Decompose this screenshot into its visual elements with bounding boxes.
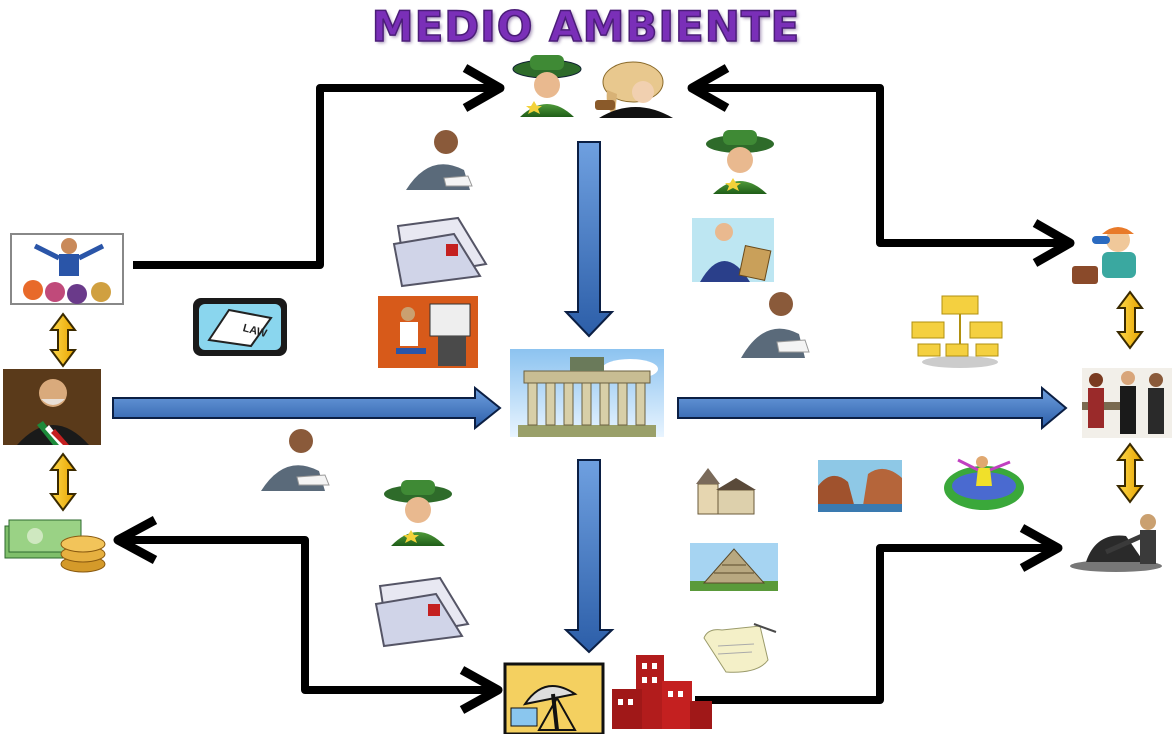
business-people-icon — [1082, 368, 1172, 438]
yellow-arrow-left-lower — [49, 452, 77, 512]
document-note-icon — [703, 623, 777, 673]
black-arrows — [113, 64, 1075, 714]
arrowhead — [687, 64, 730, 112]
police-officer-icon — [384, 480, 452, 546]
arrowhead — [113, 516, 158, 564]
speaker-audience-icon — [10, 233, 124, 305]
arrowhead — [1019, 524, 1063, 572]
org-chart-icon — [911, 295, 1003, 368]
inspector-clipboard-icon — [692, 218, 774, 282]
brandenburg-gate-icon — [510, 349, 664, 437]
thinking-man-icon — [261, 429, 330, 491]
church-icon — [696, 468, 756, 515]
thinking-man-icon — [406, 130, 473, 190]
newspaper-icon — [374, 576, 470, 648]
dancer-icon — [944, 456, 1024, 510]
factory-building-icon — [612, 655, 712, 729]
arrowhead — [1032, 219, 1075, 267]
arrow-tourist-to-authorities — [698, 84, 1062, 247]
arrow-media-to-money — [125, 536, 490, 694]
diagram-title: MEDIO AMBIENTE — [371, 1, 801, 52]
yellow-double-arrows — [49, 290, 1144, 512]
president-portrait-icon — [3, 369, 101, 445]
yellow-arrow-right-lower — [1116, 442, 1144, 504]
money-coins-icon — [4, 519, 106, 573]
judge-icon — [595, 61, 673, 118]
law-scroll-icon: LAW — [193, 298, 287, 356]
newspaper-icon — [392, 216, 488, 288]
pyramid-icon — [690, 543, 778, 591]
blue-arrow-center-to-right — [677, 385, 1068, 431]
arrowhead — [459, 666, 503, 714]
blue-arrow-left-to-center — [112, 385, 502, 431]
police-officer-icon — [706, 130, 774, 194]
arrow-speaker-to-authorities — [133, 84, 492, 269]
blue-arrow-top-down — [563, 141, 615, 338]
office-worker-icon — [378, 296, 478, 368]
rocky-coast-icon — [818, 460, 902, 512]
yellow-arrow-left-upper — [49, 312, 77, 368]
arrowhead — [462, 64, 505, 112]
police-officer-icon — [512, 55, 582, 117]
satellite-dish-icon — [503, 662, 605, 734]
thinking-man-icon — [741, 292, 810, 358]
blue-arrow-bottom-down — [563, 459, 615, 654]
construction-worker-icon — [1070, 514, 1162, 572]
arrow-factory-to-worker — [695, 544, 1050, 704]
blue-arrows — [112, 141, 1068, 654]
yellow-arrow-right-upper — [1116, 290, 1144, 350]
tourist-icon — [1072, 227, 1136, 284]
